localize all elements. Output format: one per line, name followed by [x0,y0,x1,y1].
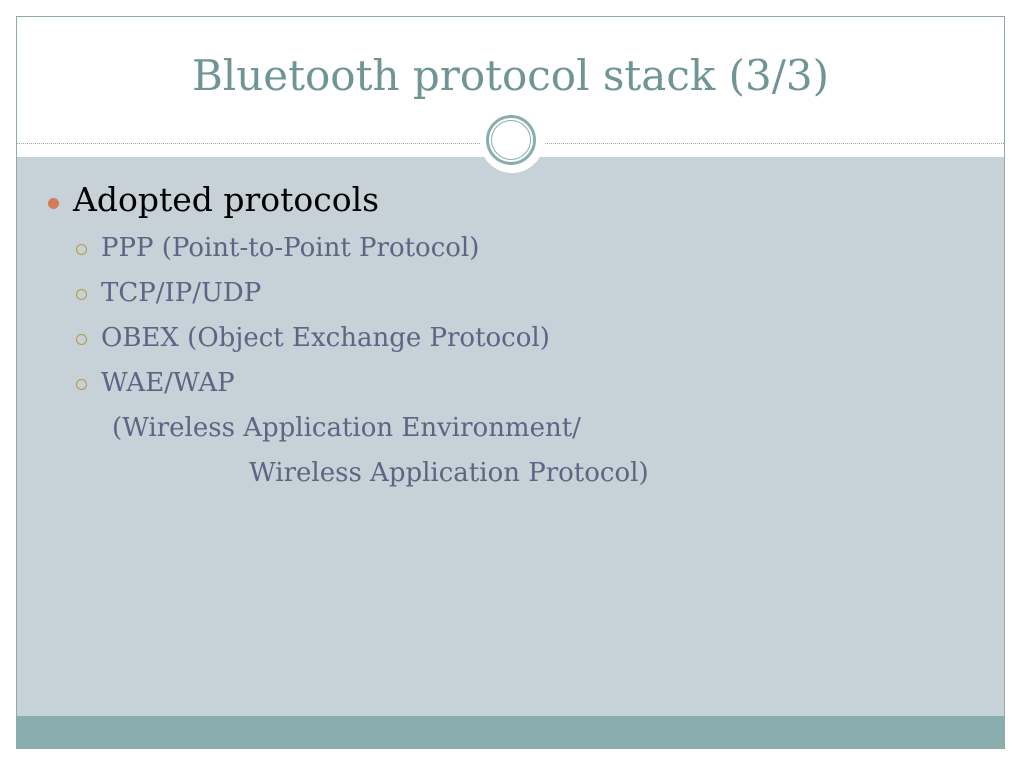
slide-title: Bluetooth protocol stack (3/3) [191,51,830,100]
footer-bar [17,716,1004,748]
hollow-circle-bullet-icon [76,288,87,300]
slide-frame: Bluetooth protocol stack (3/3) [16,16,1005,749]
content-area [17,157,1004,716]
bullet-item: Adopted protocols [48,180,379,219]
sub-bullet-item: WAE/WAP [76,368,235,398]
hollow-circle-bullet-icon [76,378,87,390]
ornament-inner-ring [491,120,531,160]
sub-bullet-item: TCP/IP/UDP [76,278,261,308]
sub-bullet-item: OBEX (Object Exchange Protocol) [76,323,550,353]
sub-bullet-text: TCP/IP/UDP [101,278,262,308]
hollow-circle-bullet-icon [76,333,87,345]
filled-circle-bullet-icon [48,197,59,209]
continuation-line: (Wireless Application Environment/ [112,413,581,443]
sub-bullet-text: OBEX (Object Exchange Protocol) [101,323,550,353]
sub-bullet-text: PPP (Point-to-Point Protocol) [101,233,480,263]
hollow-circle-bullet-icon [76,243,87,255]
sub-bullet-text: WAE/WAP [101,368,235,398]
sub-bullet-item: PPP (Point-to-Point Protocol) [76,233,479,263]
continuation-line: Wireless Application Protocol) [249,458,649,488]
bullet-text: Adopted protocols [73,180,380,219]
